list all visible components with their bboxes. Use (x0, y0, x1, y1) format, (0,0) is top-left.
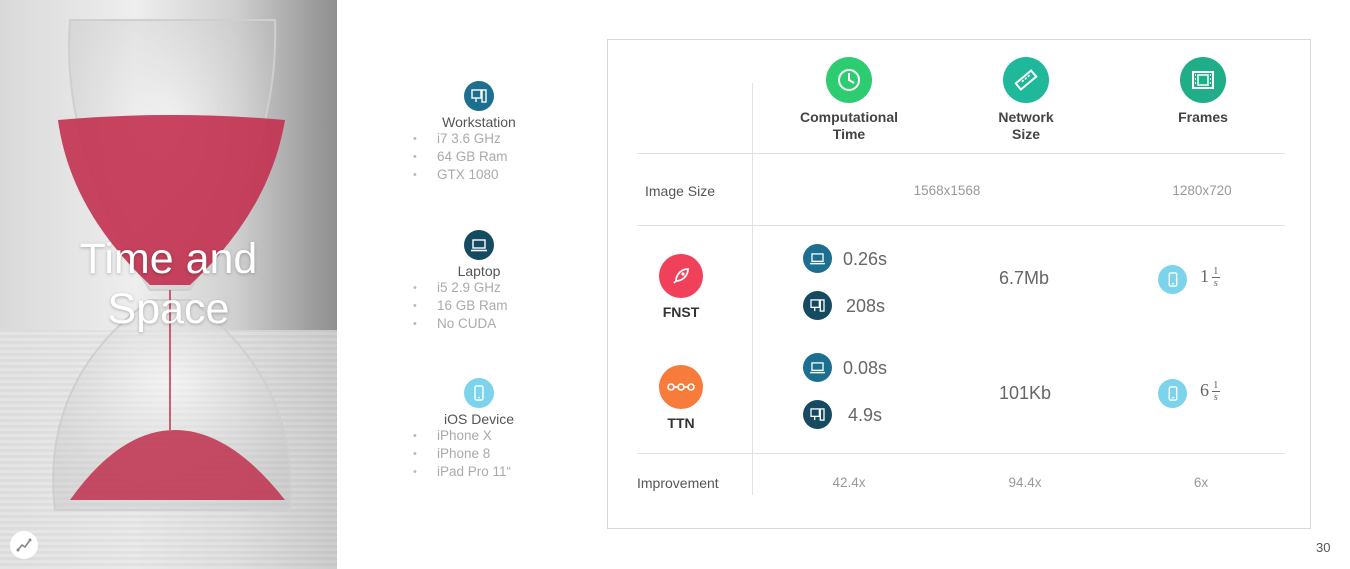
fps-denominator: s (1213, 277, 1218, 290)
stopwatch-icon (826, 57, 872, 103)
fnst-workstation-time: 208s (846, 296, 886, 316)
image-size-frames: 1280x720 (1172, 183, 1232, 198)
page-number: 30 (1316, 540, 1331, 555)
phone-icon (1158, 265, 1187, 294)
column-label: Network Size (998, 109, 1054, 142)
method-label: TTN (667, 415, 695, 431)
workstation-icon (464, 81, 494, 111)
network-nodes-icon (659, 365, 703, 409)
device-name: Laptop (457, 263, 501, 279)
table-divider (637, 225, 1285, 226)
fnst-laptop-time: 0.26s (843, 249, 888, 269)
ttn-laptop-time: 0.08s (843, 358, 888, 378)
fps-value: 6 (1200, 380, 1209, 400)
column-label: Frames (1178, 109, 1228, 125)
spec-item: i5 2.9 GHz (400, 279, 560, 297)
method-ttn: TTN (641, 365, 721, 431)
hourglass-photo: Time and Space (0, 0, 337, 569)
table-divider (637, 153, 1285, 154)
ttn-workstation-time: 4.9s (848, 405, 883, 425)
spec-item: GTX 1080 (400, 166, 560, 184)
column-network-size: Network Size (956, 57, 1096, 143)
ruler-icon (1003, 57, 1049, 103)
fnst-network-size: 6.7Mb (999, 268, 1050, 288)
device-workstation: Workstation i7 3.6 GHz 64 GB Ram GTX 108… (400, 81, 560, 184)
rocket-icon (659, 254, 703, 298)
fps-denominator: s (1213, 391, 1218, 404)
fps-value: 1 (1200, 266, 1209, 286)
improvement-time: 42.4x (832, 475, 866, 490)
phone-icon (1158, 379, 1187, 408)
column-frames: Frames (1133, 57, 1273, 126)
ttn-network-size: 101Kb (999, 383, 1052, 403)
workstation-icon (803, 291, 832, 320)
spec-item: 16 GB Ram (400, 297, 560, 315)
laptop-icon (803, 353, 832, 382)
table-divider-vertical (752, 83, 753, 495)
device-name: Workstation (442, 114, 516, 130)
slide-title: Time and Space (0, 234, 337, 334)
phone-icon (464, 378, 494, 408)
image-size-network: 1568x1568 (913, 183, 981, 198)
laptop-icon (464, 230, 494, 260)
spec-item: iPad Pro 11“ (400, 463, 560, 481)
slide-title-line2: Space (107, 285, 230, 333)
method-fnst: FNST (641, 254, 721, 320)
device-spec-list: i7 3.6 GHz 64 GB Ram GTX 1080 (400, 130, 560, 184)
device-spec-list: i5 2.9 GHz 16 GB Ram No CUDA (400, 279, 560, 333)
logo-icon (10, 531, 38, 559)
device-name: iOS Device (443, 411, 515, 427)
method-label: FNST (662, 304, 700, 320)
device-spec-list: iPhone X iPhone 8 iPad Pro 11“ (400, 427, 560, 481)
column-computational-time: Computational Time (779, 57, 919, 143)
device-laptop: Laptop i5 2.9 GHz 16 GB Ram No CUDA (400, 230, 560, 333)
comparison-table (607, 39, 1311, 529)
improvement-size: 94.4x (1008, 475, 1042, 490)
laptop-icon (803, 244, 832, 273)
spec-item: i7 3.6 GHz (400, 130, 560, 148)
device-ios: iOS Device iPhone X iPhone 8 iPad Pro 11… (400, 378, 560, 481)
hourglass-illustration (52, 19, 292, 511)
fps-numerator: 1 (1212, 379, 1220, 393)
spec-item: iPhone X (400, 427, 560, 445)
spec-item: iPhone 8 (400, 445, 560, 463)
spec-item: 64 GB Ram (400, 148, 560, 166)
film-icon (1180, 57, 1226, 103)
row-label-improvement: Improvement (637, 475, 719, 491)
spec-item: No CUDA (400, 315, 560, 333)
row-label-image-size: Image Size (645, 183, 716, 199)
table-divider (637, 453, 1285, 454)
column-label: Computational Time (800, 109, 898, 142)
fps-numerator: 1 (1212, 265, 1220, 279)
improvement-frames: 6x (1193, 475, 1209, 490)
workstation-icon (803, 400, 832, 429)
slide-title-line1: Time and (79, 235, 258, 283)
